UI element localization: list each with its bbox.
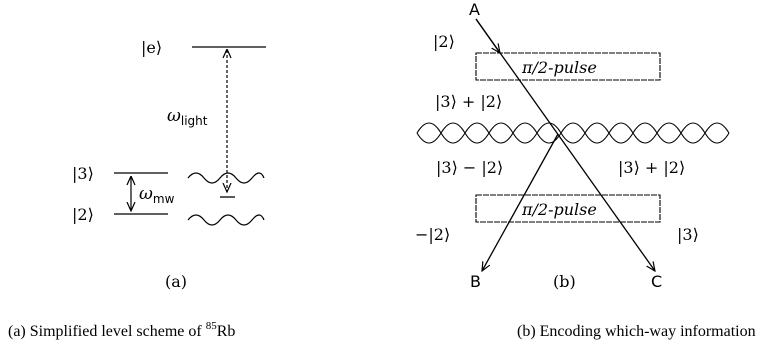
port-b-label: B [470, 272, 481, 291]
state-superpos-label: |3⟩ + |2⟩ [435, 92, 502, 111]
omega-mw-label: ωmw [139, 184, 175, 206]
panel-b-sublabel: (b) [553, 272, 576, 291]
arrow-in-a [475, 18, 500, 53]
caption-a: (a) Simplified level scheme of 85Rb [8, 320, 235, 340]
level-e-label: |e⟩ [141, 38, 162, 57]
pulse-label-bottom: π/2-pulse [521, 200, 597, 219]
state-in-label: |2⟩ [433, 32, 455, 51]
panel-b: A B C π/2-pulse π/2-pulse |2⟩ |3⟩ + |2⟩ … [415, 0, 730, 291]
port-a-label: A [469, 0, 480, 19]
level-3-label: |3⟩ [72, 164, 94, 183]
pi-half-pulse-box-top [475, 52, 661, 81]
state-out-c-label: |3⟩ [677, 225, 699, 244]
omega-light-label: ωlight [167, 106, 208, 128]
beam-to-b [482, 133, 559, 271]
panel-a-sublabel: (a) [165, 272, 187, 291]
pulse-label-top: π/2-pulse [521, 58, 597, 77]
standing-wave [416, 122, 730, 144]
level-2-label: |2⟩ [72, 205, 94, 224]
state-left-label: |3⟩ − |2⟩ [436, 158, 503, 177]
beam-a-to-c [475, 18, 655, 271]
port-c-label: C [651, 272, 662, 291]
microwave-wave [187, 214, 265, 226]
pi-half-pulse-box-bottom [475, 194, 661, 223]
state-right-label: |3⟩ + |2⟩ [618, 158, 685, 177]
standing-wave-mirror [416, 122, 730, 144]
state-out-b-label: −|2⟩ [415, 225, 450, 244]
caption-b: (b) Encoding which-way information [517, 323, 756, 340]
light-wave [187, 172, 265, 184]
panel-a: |e⟩ |3⟩ |2⟩ ωlight ωmw (a) [72, 38, 266, 291]
